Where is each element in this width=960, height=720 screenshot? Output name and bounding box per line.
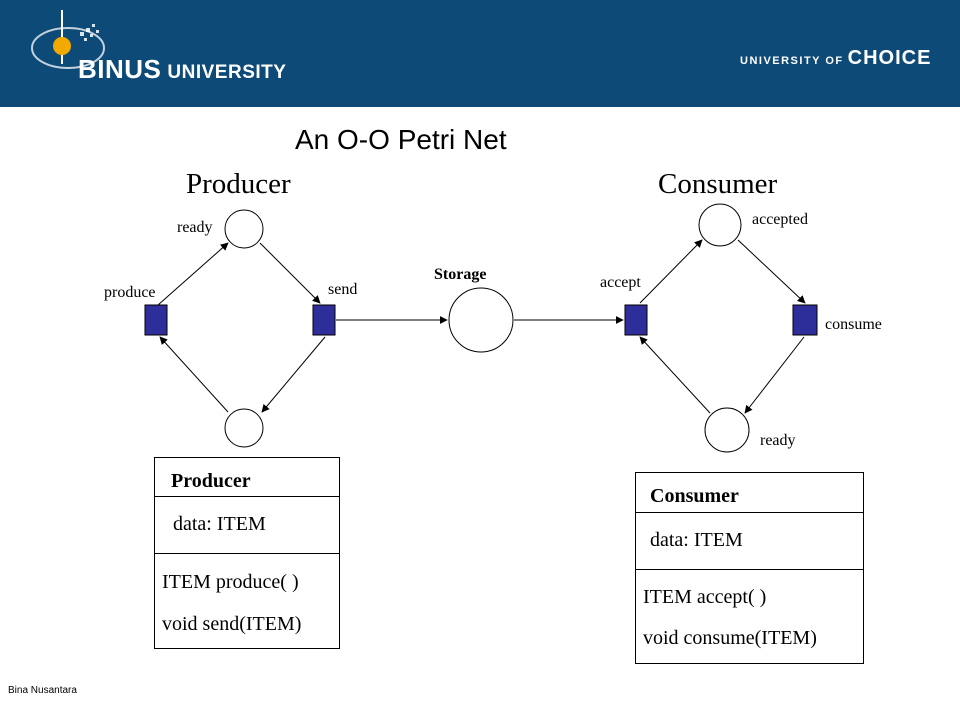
footer-text: Bina Nusantara — [8, 685, 77, 696]
consumer-transition-accept — [624, 304, 648, 336]
producer-class-attr-section — [155, 496, 339, 554]
producer-class-attribute: data: ITEM — [173, 513, 266, 535]
producer-method-send: void send(ITEM) — [162, 613, 302, 635]
producer-place-ready — [224, 209, 264, 249]
producer-place-bottom — [224, 408, 264, 448]
storage-place — [448, 287, 514, 353]
arc-accept-to-accepted — [639, 239, 703, 304]
arc-produce-to-ready — [157, 242, 229, 306]
producer-ready-label: ready — [177, 219, 213, 236]
producer-transition-send — [312, 304, 336, 336]
consumer-heading: Consumer — [658, 168, 778, 200]
consumer-class-attr-section — [636, 512, 863, 570]
arc-bottom-to-produce — [159, 336, 229, 413]
arc-accepted-to-consume — [737, 239, 806, 304]
arc-consume-to-ready — [744, 336, 805, 414]
storage-label: Storage — [434, 266, 487, 283]
producer-class-box: Producer data: ITEM ITEM produce( ) void… — [154, 457, 340, 649]
consumer-method-accept: ITEM accept( ) — [643, 586, 767, 608]
consumer-class-attribute: data: ITEM — [650, 529, 743, 551]
consumer-ready-label: ready — [760, 432, 796, 449]
binus-logo-icon — [31, 10, 105, 69]
arc-send-to-bottom — [261, 336, 326, 413]
producer-heading: Producer — [186, 168, 291, 200]
producer-method-produce: ITEM produce( ) — [162, 571, 299, 593]
consume-label: consume — [825, 316, 882, 333]
consumer-method-consume: void consume(ITEM) — [643, 627, 817, 649]
accept-label: accept — [600, 274, 641, 291]
logo-sub-text: UNIVERSITY — [167, 62, 287, 83]
consumer-class-name: Consumer — [650, 485, 739, 507]
accepted-label: accepted — [752, 211, 808, 228]
slide-title: An O-O Petri Net — [295, 124, 507, 155]
consumer-place-accepted — [698, 203, 742, 247]
send-label: send — [328, 281, 358, 298]
consumer-class-name-section — [636, 473, 863, 513]
arc-ready-to-send — [259, 242, 321, 304]
arc-ready-to-accept — [639, 336, 711, 414]
producer-class-name: Producer — [171, 470, 251, 492]
consumer-transition-consume — [792, 304, 818, 336]
consumer-class-box: Consumer data: ITEM ITEM accept( ) void … — [635, 472, 864, 664]
consumer-place-ready — [704, 407, 750, 453]
tagline-small: UNIVERSITY OF — [740, 55, 844, 67]
logo-main-text: BINUS — [78, 54, 162, 84]
produce-label: produce — [104, 284, 156, 301]
producer-transition-produce — [144, 304, 168, 336]
tagline-big: CHOICE — [847, 47, 932, 69]
producer-class-name-section — [155, 458, 339, 497]
